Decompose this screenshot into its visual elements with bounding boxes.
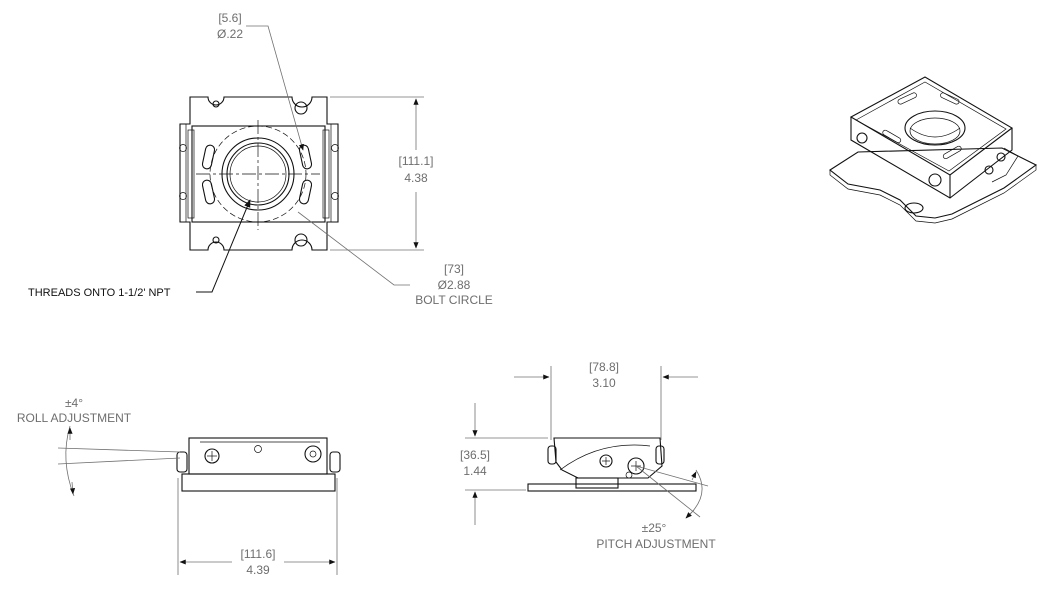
roll-label: ROLL ADJUSTMENT [17,411,132,425]
front-view-base-plate [181,473,336,492]
bolt-slots [201,144,313,205]
side-height-mm: [36.5] [460,448,490,462]
keyhole-icon [212,100,220,108]
top-view-base-plate [179,96,339,251]
keyhole-icon [212,236,220,244]
hole-dia-in: Ø.22 [217,27,243,41]
front-width-in: 4.39 [246,563,270,577]
bolt-circle-label: BOLT CIRCLE [415,293,493,307]
isometric-view [829,76,1038,224]
screw-icon [204,448,220,464]
iso-threaded-hole [904,110,966,146]
bolt-circle-in: Ø2.88 [438,278,471,292]
roll-angle: ±4° [65,396,83,410]
height-dim-in: 4.38 [404,171,428,185]
bolt-circle-mm: [73] [444,262,464,276]
keyhole-icon [294,233,308,247]
screw-icon [599,454,613,468]
front-width-mm: [111.6] [241,547,276,561]
side-view-bracket [553,437,663,479]
hole-dia-mm: [5.6] [218,11,241,25]
front-view: ±4° ROLL ADJUSTMENT [111.6] 4.39 [17,396,341,577]
height-dim-mm: [111.1] [399,154,434,168]
pitch-angle: ±25° [642,521,667,535]
side-view: [78.8] 3.10 [36.5] 1.44 ±25° PITCH ADJUS… [460,360,716,551]
side-width-in: 3.10 [592,376,616,390]
threads-note: THREADS ONTO 1-1/2' NPT [28,287,171,299]
pitch-knob [627,457,645,475]
side-height-in: 1.44 [463,464,487,478]
pitch-label: PITCH ADJUSTMENT [596,537,716,551]
side-view-base-plate [527,483,697,492]
top-view: [111.1] 4.38 [5.6] Ø.22 [73] Ø2.88 BOLT … [28,11,493,307]
side-width-mm: [78.8] [589,360,619,374]
keyhole-icon [294,101,308,115]
